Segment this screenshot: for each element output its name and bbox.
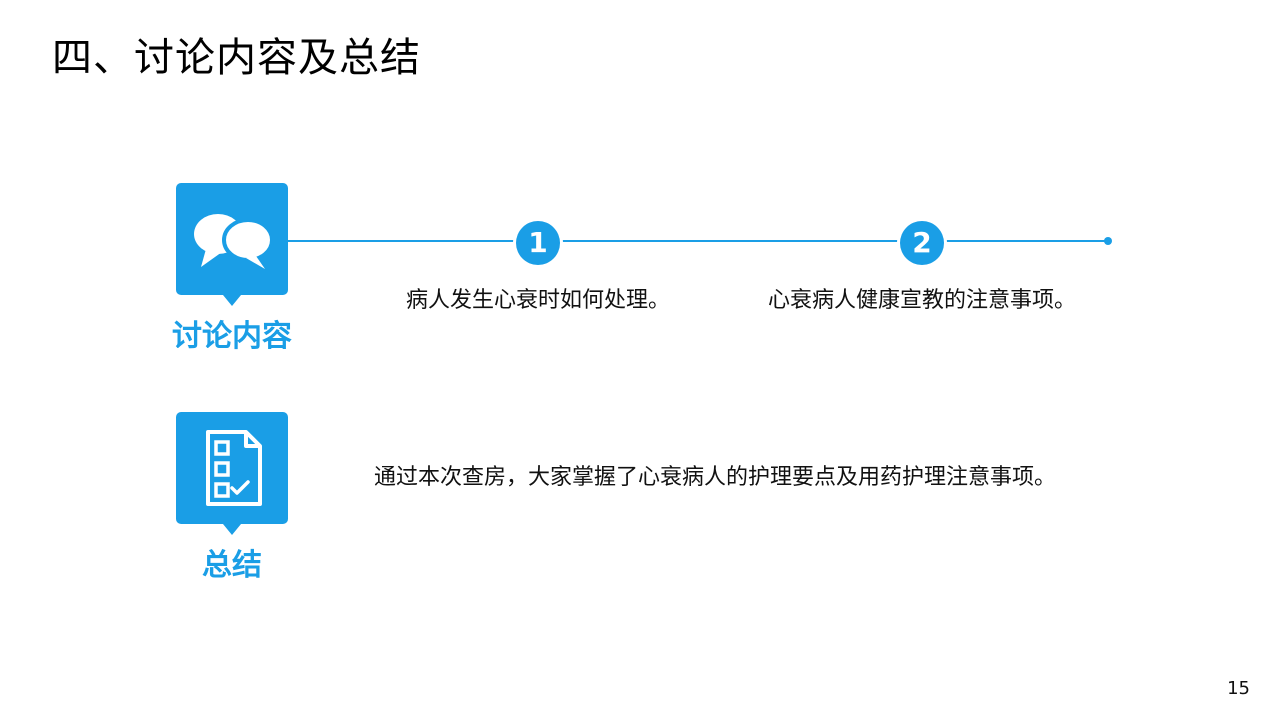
summary-icon-box [176, 412, 288, 535]
page-number: 15 [1227, 678, 1250, 699]
step-2-marker: 2 [900, 221, 944, 265]
page-title: 四、讨论内容及总结 [52, 35, 421, 81]
step-1-marker: 1 [516, 221, 560, 265]
discussion-icon-box [176, 183, 288, 306]
summary-text: 通过本次查房，大家掌握了心衰病人的护理要点及用药护理注意事项。 [374, 465, 1057, 490]
checklist-document-icon [206, 430, 262, 506]
step-2-text: 心衰病人健康宣教的注意事项。 [767, 288, 1076, 313]
timeline-end-dot [1104, 237, 1112, 245]
discussion-label: 讨论内容 [172, 319, 292, 354]
summary-label: 总结 [202, 548, 262, 583]
timeline-line [288, 240, 1108, 242]
step-1-text: 病人发生心衰时如何处理。 [405, 288, 670, 313]
speech-bubbles-icon [194, 214, 274, 269]
